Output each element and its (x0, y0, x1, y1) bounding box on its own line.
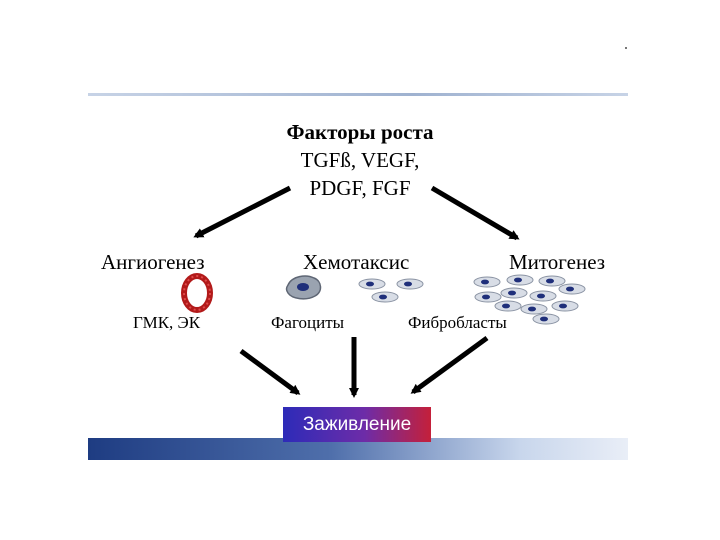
spindle-cell-icon (371, 291, 399, 303)
growth-factors-block: Факторы роста TGFß, VEGF, PDGF, FGF (250, 118, 470, 202)
spindle-cell-icon (558, 283, 586, 295)
spindle-cell-icon (473, 276, 501, 288)
spindle-cell-icon (500, 287, 528, 299)
arrows-bottom (239, 335, 489, 398)
branch-angiogenesis: Ангиогенез (101, 250, 205, 274)
arrows-top (193, 185, 520, 241)
spindle-cell-icon (551, 300, 579, 312)
spindle-cell-icon (529, 290, 557, 302)
growth-factors-title: Факторы роста (286, 120, 434, 144)
spindle-cell-icon (538, 275, 566, 287)
label-smc-ec: ГМК, ЭК (133, 313, 201, 332)
spindle-cell-icon (520, 303, 548, 315)
arrow-from-smc (239, 348, 301, 396)
branch-chemotaxis: Хемотаксис (303, 250, 410, 274)
growth-factors-line-3: PDGF, FGF (309, 176, 411, 200)
arrow-from-fibroblasts (410, 335, 489, 395)
spindle-cell-icon (358, 278, 386, 290)
branch-mitogenesis: Митогенез (509, 250, 606, 274)
phagocyte-cell-icon (285, 275, 322, 300)
spindle-cell-icon (494, 300, 522, 312)
fibroblast-cluster (473, 274, 586, 325)
growth-factors-line-2: TGFß, VEGF, (300, 148, 420, 172)
label-phagocytes: Фагоциты (271, 313, 345, 332)
arrow-to-angiogenesis (193, 185, 292, 239)
healing-label: Заживление (302, 413, 412, 435)
healing-box: Заживление (283, 407, 431, 442)
bottom-gradient-band (88, 438, 628, 460)
spindle-cell-icon (506, 274, 534, 286)
chemotaxis-cells (358, 278, 424, 303)
spindle-cell-icon (474, 291, 502, 303)
label-fibroblasts: Фибробласты (408, 313, 507, 332)
spindle-cell-icon (396, 278, 424, 290)
corner-mark (625, 47, 627, 49)
top-divider (88, 93, 628, 96)
spindle-cell-icon (532, 313, 560, 325)
blood-vessel-ring-icon (181, 273, 213, 313)
arrow-to-mitogenesis (430, 185, 520, 241)
